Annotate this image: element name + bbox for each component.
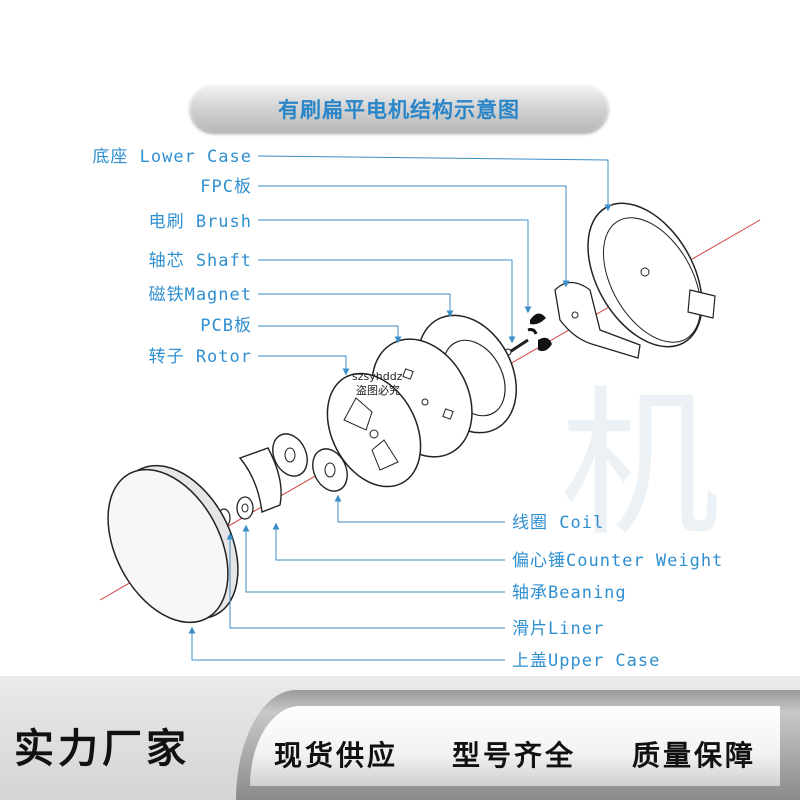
coil-part (272, 433, 348, 492)
bearing-part (236, 496, 254, 520)
exploded-motor-diagram: 机 (92, 147, 761, 671)
stamp-line-1: szsyhddz (352, 370, 403, 383)
leader-lines-left (257, 155, 612, 376)
stamp-line-2: 盗图必究 (356, 383, 400, 397)
upper-case-part (107, 464, 239, 624)
banner-light-strip (250, 706, 780, 786)
label-coil: 线圈 Coil (512, 513, 604, 533)
label-rotor: 转子 Rotor (149, 347, 252, 367)
label-upper-case: 上盖Upper Case (512, 651, 660, 671)
slogan-full-range: 型号齐全 (452, 739, 577, 772)
label-fpc-board: FPC板 (200, 177, 252, 197)
label-lower-case: 底座 Lower Case (92, 147, 252, 167)
slogan-quality: 质量保障 (632, 739, 757, 772)
label-counter-weight: 偏心锤Counter Weight (512, 551, 723, 571)
label-pcb-board: PCB板 (200, 316, 252, 336)
label-bearing: 轴承Beaning (512, 583, 627, 603)
slogan-in-stock: 现货供应 (274, 739, 399, 772)
leader-lines-right (188, 494, 505, 661)
label-magnet: 磁铁Magnet (149, 285, 252, 305)
counter-weight-part (238, 447, 282, 513)
label-brush: 电刷 Brush (149, 212, 252, 232)
diagram-title: 有刷扁平电机结构示意图 (278, 98, 520, 122)
rotor-part (326, 372, 422, 488)
label-shaft: 轴芯 Shaft (149, 251, 252, 271)
shaft-part (504, 338, 529, 357)
title-banner: 有刷扁平电机结构示意图 (190, 84, 608, 132)
bottom-banner: 实力厂家 现货供应 型号齐全 质量保障 (0, 676, 800, 800)
slogan-main: 实力厂家 (14, 726, 190, 772)
watermark: 机 (560, 371, 720, 558)
brush-part (527, 313, 552, 352)
label-liner: 滑片Liner (512, 619, 604, 639)
